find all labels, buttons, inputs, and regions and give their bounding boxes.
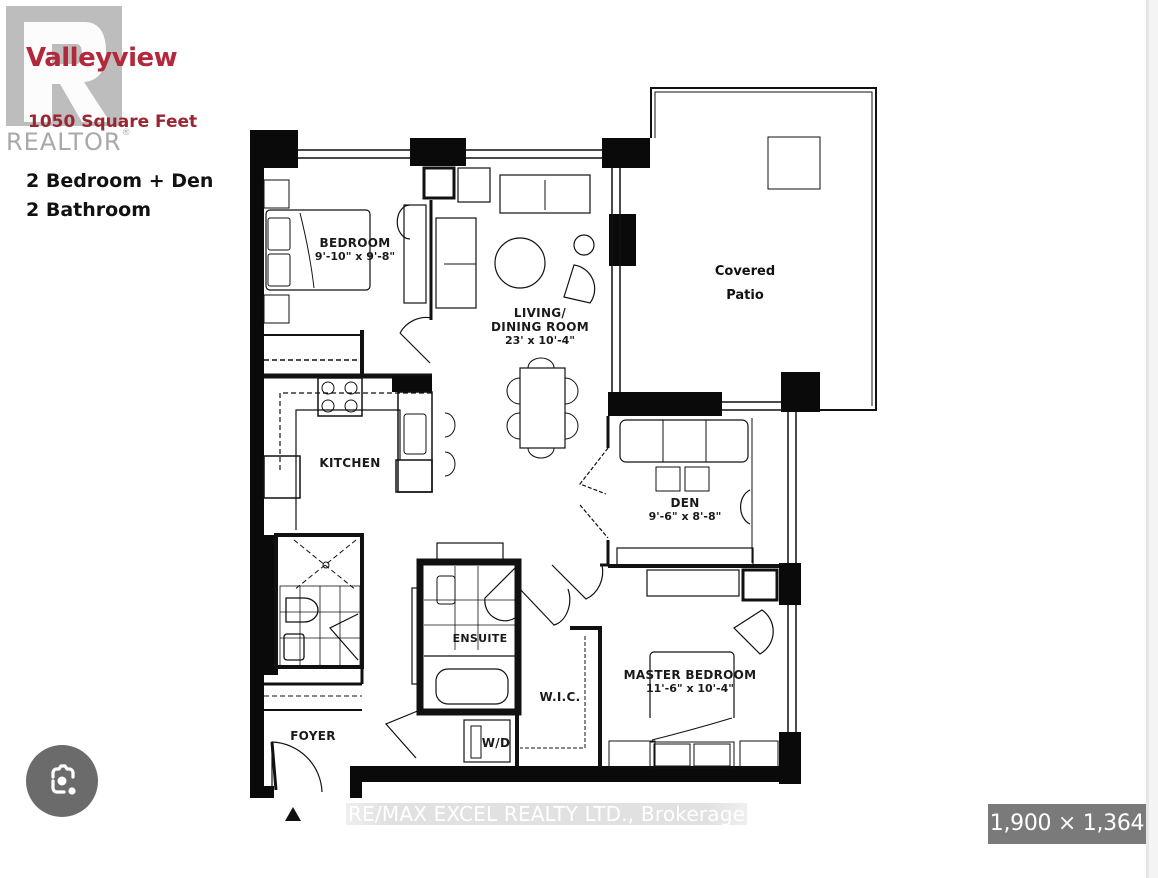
- viewer-edge-divider: [1146, 0, 1149, 878]
- exterior-walls: [250, 130, 820, 798]
- room-ensuite: ENSUITE: [452, 632, 508, 645]
- realtor-r-icon: [6, 6, 122, 126]
- realtor-logo: [0, 0, 130, 160]
- room-foyer: FOYER: [290, 729, 336, 743]
- realtor-wordmark: REALTOR®: [6, 128, 132, 156]
- room-den: DEN 9'-6" x 8'-8": [648, 496, 722, 523]
- bathroom-count: 2 Bathroom: [26, 199, 152, 221]
- room-covered-patio: Covered Patio: [714, 264, 776, 303]
- camera-search-icon: [51, 764, 76, 795]
- room-laundry: W/D: [481, 736, 511, 750]
- room-bedroom: BEDROOM 9'-10" x 9'-8": [314, 236, 396, 263]
- image-dimensions-badge: 1,900 × 1,364: [988, 804, 1146, 844]
- room-master-bedroom: MASTER BEDROOM 11'-6" x 10'-4": [623, 668, 757, 695]
- scroll-edge: [1149, 0, 1158, 878]
- brokerage-watermark: RE/MAX EXCEL REALTY LTD., Brokerage: [346, 802, 748, 826]
- room-walk-in-closet: W.I.C.: [539, 690, 581, 704]
- listing-title: Valleyview: [26, 43, 178, 73]
- visual-search-button[interactable]: [26, 745, 98, 817]
- bedroom-count: 2 Bedroom + Den: [26, 170, 214, 192]
- interior-walls: [263, 87, 877, 793]
- room-kitchen: KITCHEN: [319, 456, 381, 470]
- entry-arrow-icon: [285, 807, 301, 821]
- square-footage: 1050 Square Feet: [28, 112, 198, 132]
- room-living-dining: LIVING/ DINING ROOM 23' x 10'-4": [491, 306, 589, 347]
